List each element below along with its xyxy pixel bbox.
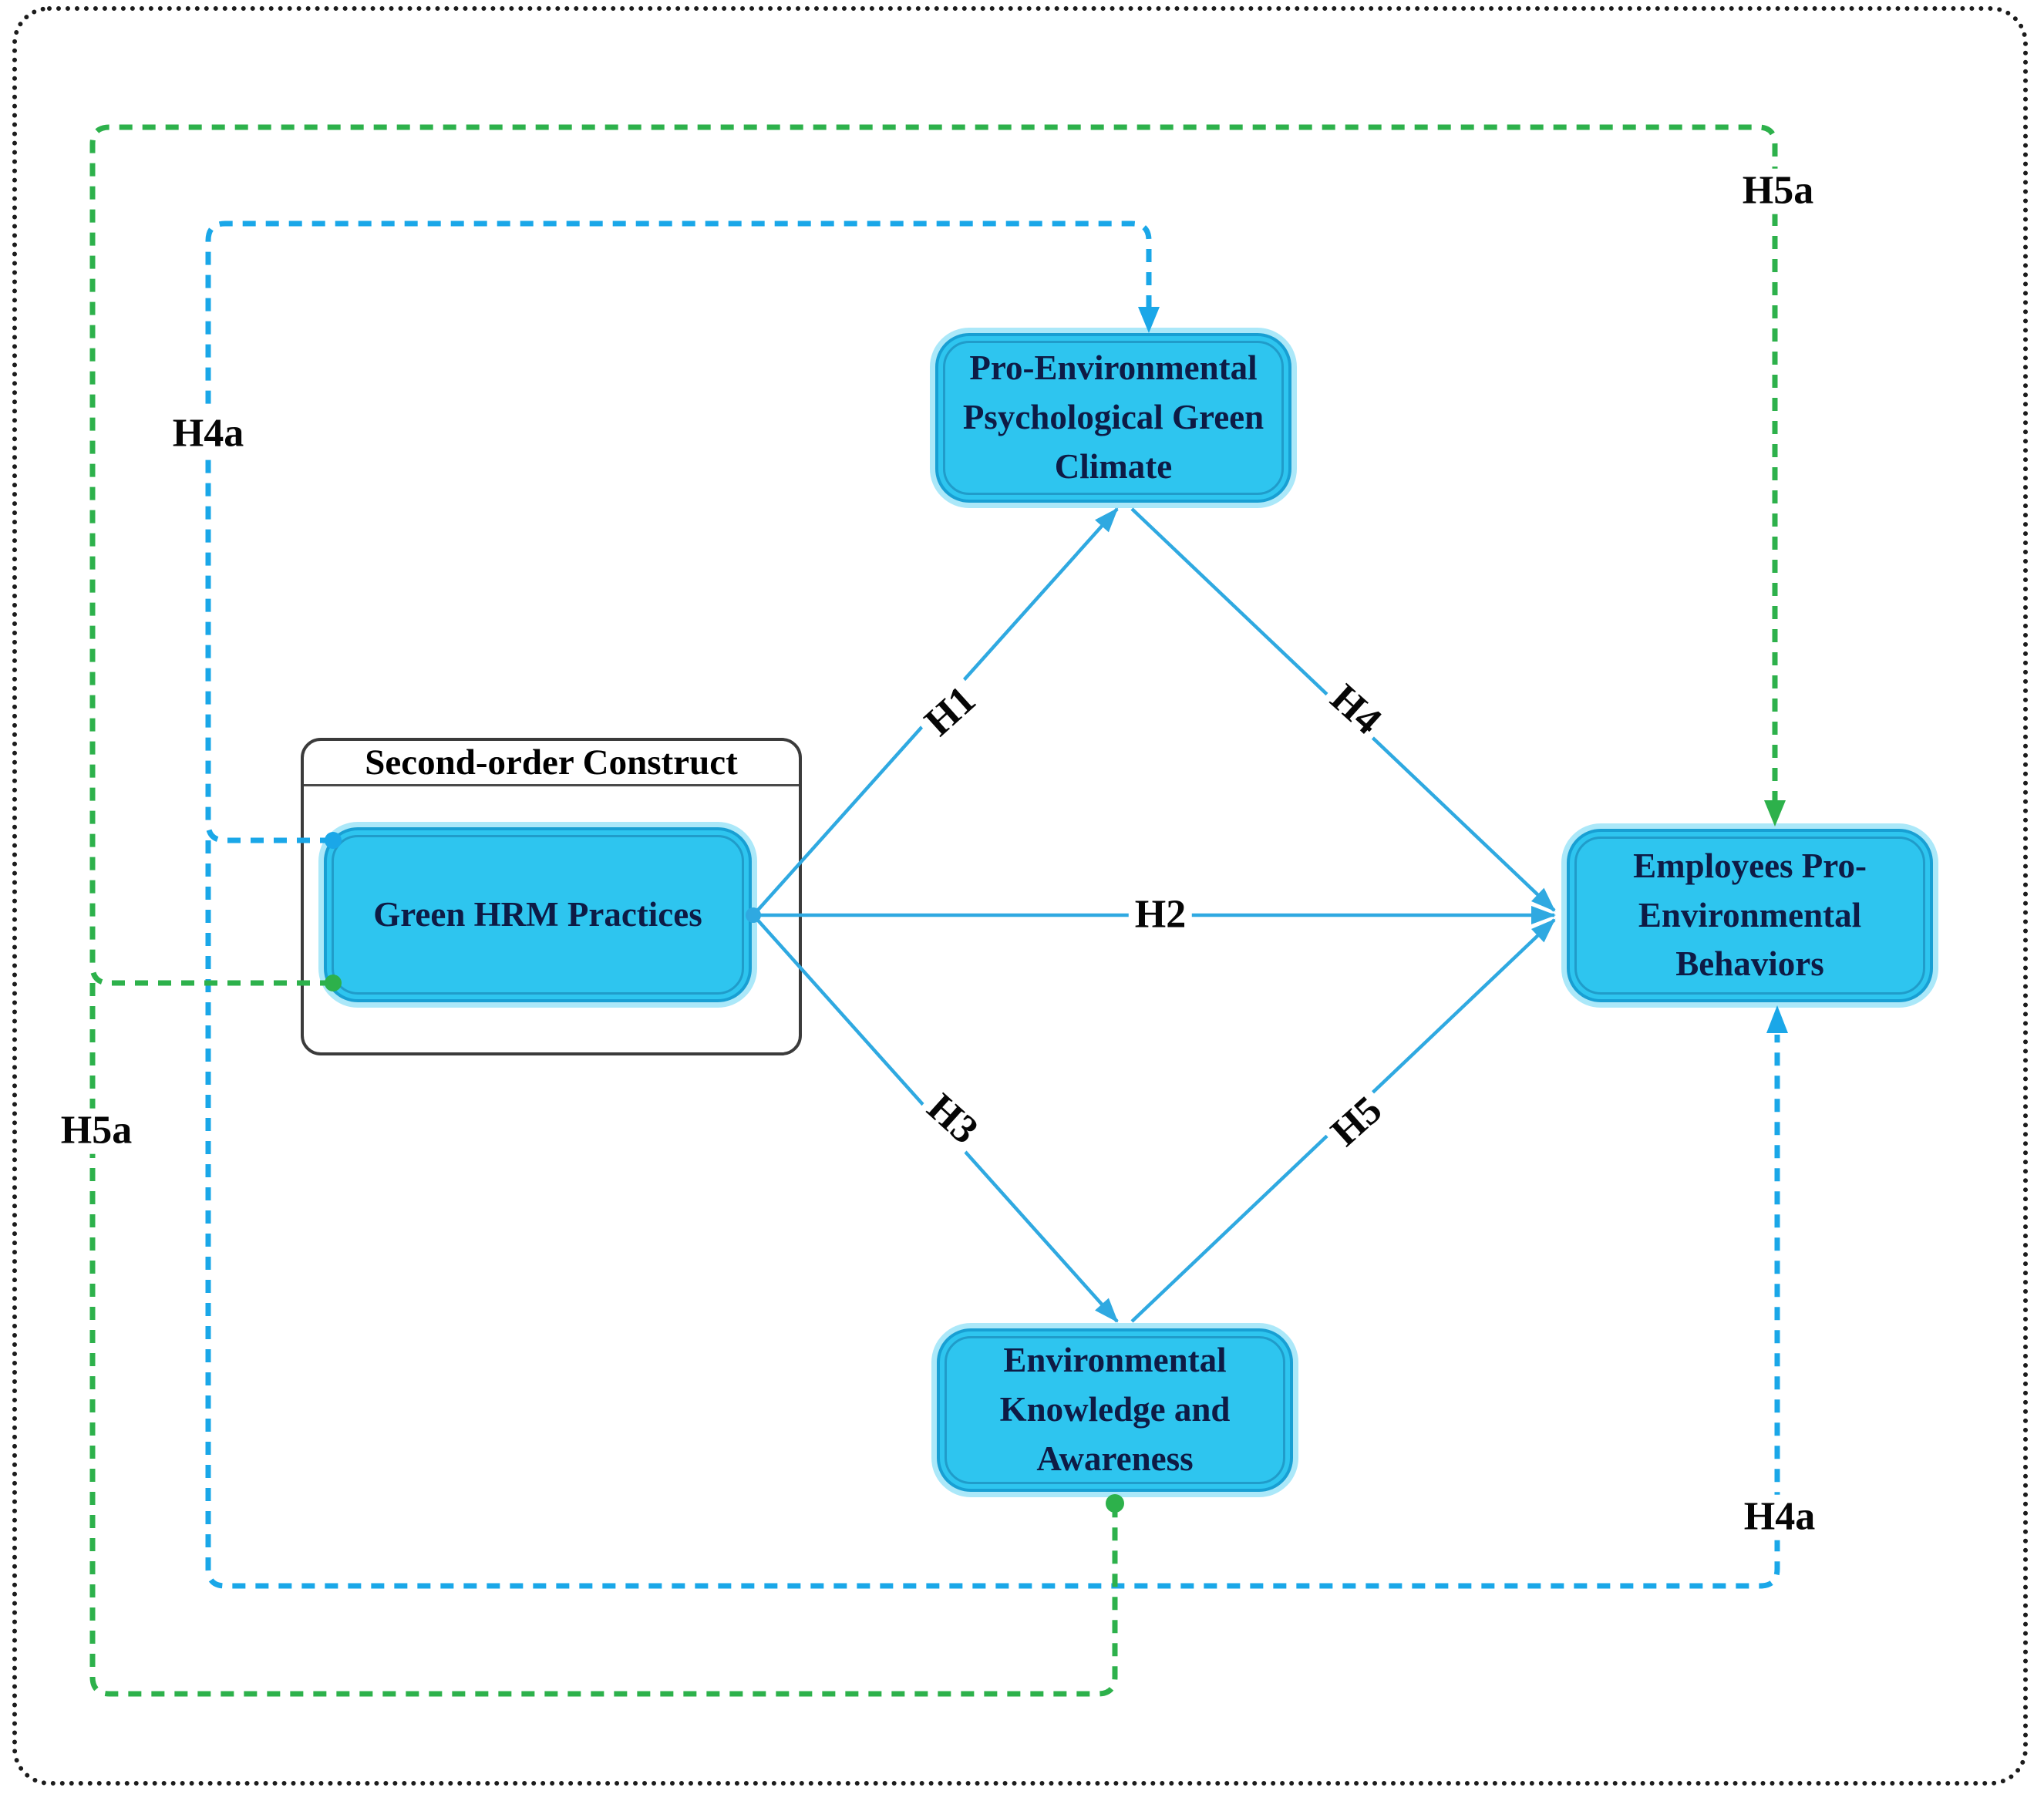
arrowhead-into-epeb-top [1764,800,1786,826]
edge-label-h4a-bottom-right: H4a [1737,1494,1822,1540]
node-pro-environmental-psychological-green-climate: Pro-Environmental Psychological Green Cl… [935,333,1291,503]
second-order-construct-title: Second-order Construct [304,741,799,786]
h5a-lower-route [89,983,1118,1697]
green-dot-on-ghrm [325,975,342,991]
dashed-blue-path [205,220,1780,1589]
dashed-green-ends [325,800,1786,1513]
h5a-upper-route [89,124,1778,986]
edge-label-h2: H2 [1128,892,1193,938]
node-employees-pro-environmental-behaviors: Employees Pro-Environmental Behaviors [1567,829,1933,1002]
edge-label-h4a-top-left: H4a [166,411,251,457]
node-label: Pro-Environmental Psychological Green Cl… [962,348,1264,486]
h4a-upper-route [205,220,1152,843]
node-green-hrm-practices: Green HRM Practices [324,827,752,1002]
dashed-green-path [89,124,1778,1697]
arrowhead-into-epeb-bottom [1766,1005,1788,1033]
edge-label-h5a-top-right: H5a [1736,168,1820,214]
blue-dot-on-ghrm [325,832,342,849]
edge-label-h5a-left: H5a [54,1108,139,1154]
node-label: Green HRM Practices [373,894,702,934]
dashed-blue-ends [325,307,1788,1033]
h4a-lower-route [205,840,1780,1589]
node-label: Employees Pro-Environmental Behaviors [1633,846,1867,984]
fan-origin-dot [746,907,761,923]
node-label: Environmental Knowledge and Awareness [999,1341,1231,1478]
node-environmental-knowledge-and-awareness: Environmental Knowledge and Awareness [937,1328,1293,1492]
outer-dotted-frame [12,6,2028,1786]
arrowhead-into-pepgc-top [1138,307,1160,333]
green-dot-on-eka [1106,1494,1124,1513]
